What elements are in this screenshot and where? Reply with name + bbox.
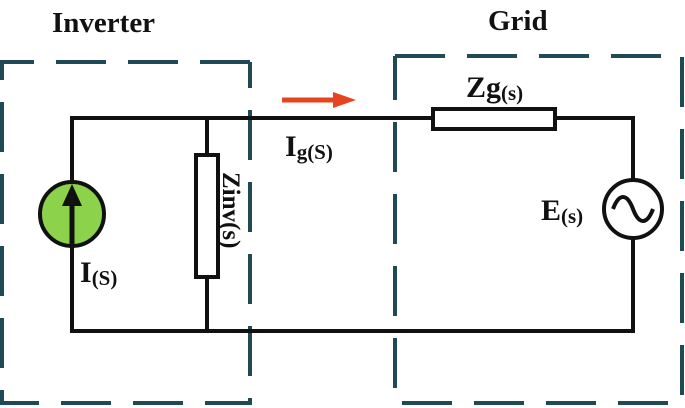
current-source-icon [38, 180, 106, 248]
circuit-wires [70, 116, 635, 333]
grid-title: Grid [488, 5, 548, 37]
ac-voltage-source-icon [602, 178, 664, 240]
grid-impedance-label: Zg(s) [466, 71, 523, 105]
grid-current-label: Ig(S) [285, 130, 333, 164]
inverter-boundary [0, 60, 252, 405]
source-current-label: I(S) [80, 256, 117, 290]
current-direction-arrow [282, 92, 356, 108]
grid-boundary [393, 54, 684, 405]
inverter-impedance-label: Zinv(s) [217, 172, 244, 248]
grid-impedance-resistor [431, 107, 557, 131]
inverter-impedance-resistor [194, 153, 220, 279]
inverter-title: Inverter [52, 7, 155, 39]
grid-voltage-label: E(s) [541, 194, 583, 228]
